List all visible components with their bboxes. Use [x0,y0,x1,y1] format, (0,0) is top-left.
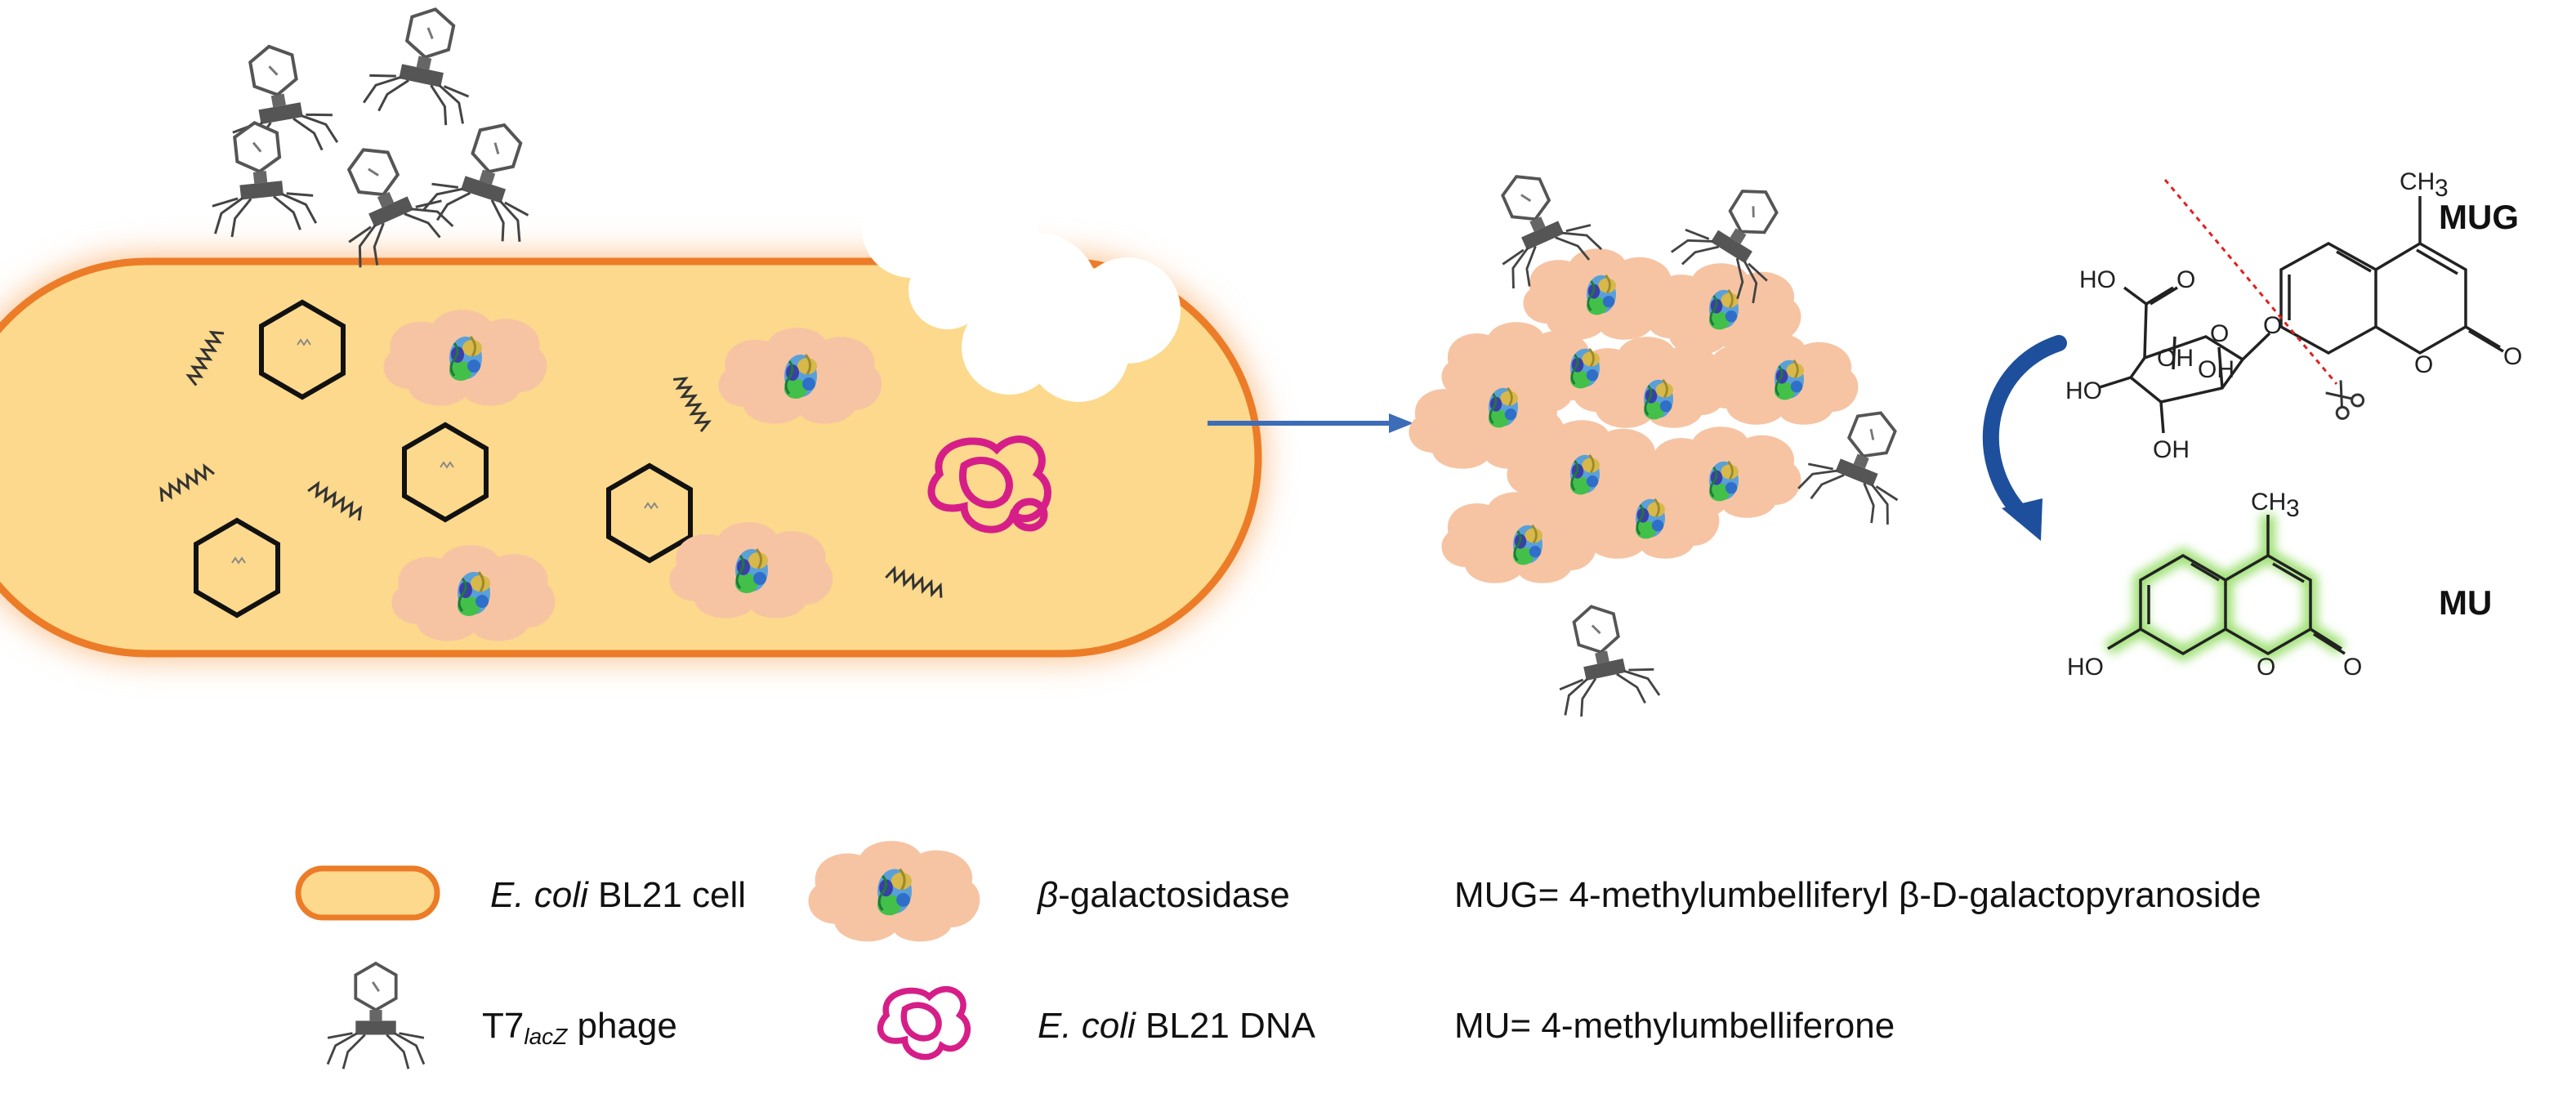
mu-label: MU [2439,583,2492,622]
svg-text:HO: HO [2067,654,2104,681]
svg-text:O: O [2263,312,2282,339]
released-enzymes [1409,248,1859,583]
mug-structure [2099,196,2504,434]
t7-phage-icon [202,115,319,241]
legend-enzyme-swatch [808,841,980,942]
legend-enzyme-label: β-galactosidase [1036,875,1290,915]
svg-text:OH: OH [2157,345,2194,372]
scissors-icon [2325,380,2365,420]
svg-text:O: O [2257,654,2275,681]
ecoli-cell [0,180,1266,662]
legend-dna-swatch [877,985,971,1061]
phage-cluster [202,0,555,274]
svg-text:HO: HO [2065,377,2102,404]
svg-text:HO: HO [2079,266,2116,293]
legend-phage-label: T7lacZ phage [482,1006,677,1049]
cell-contents [155,302,1051,641]
legend-dna-label: E. coli BL21 DNA [1038,1006,1316,1046]
svg-text:O: O [2210,320,2229,347]
t7-phage-icon [1542,595,1663,721]
legend: E. coli BL21 cell β-galactosidase MUG= 4… [295,841,2261,1071]
mug-extra-oh: OH [2198,356,2234,383]
dna-plasmid-icon [927,435,1051,534]
svg-text:O: O [2343,654,2362,681]
process-arrow-icon [1208,413,1413,433]
svg-text:O: O [2176,266,2195,293]
svg-text:O: O [2414,351,2433,378]
mug-label: MUG [2439,198,2519,236]
legend-cell-label: E. coli BL21 cell [490,875,746,915]
lysis-gap [862,180,1181,402]
legend-mug-definition: MUG= 4-methylumbelliferyl β-D-galactopyr… [1454,875,2261,915]
svg-text:CH: CH [2251,489,2286,516]
legend-cell-swatch [295,865,440,921]
t7-phage-icon [420,107,555,248]
svg-text:CH: CH [2400,168,2435,195]
reaction-arrow-icon [1982,335,2067,541]
t7-phage-icon [326,962,426,1071]
svg-text:O: O [2503,343,2522,370]
mug-atom-labels: CH 3 O HO O O OH OH HO OH O O [2065,168,2522,463]
svg-text:3: 3 [2286,495,2300,522]
svg-text:OH: OH [2198,356,2234,383]
mu-structure: CH 3 HO O O [2067,489,2362,681]
t7-phage-icon [360,0,487,131]
legend-mu-definition: MU= 4-methylumbelliferone [1454,1006,1895,1046]
svg-text:3: 3 [2435,175,2449,202]
svg-text:OH: OH [2153,436,2190,463]
t7-phage-icon [315,127,457,274]
